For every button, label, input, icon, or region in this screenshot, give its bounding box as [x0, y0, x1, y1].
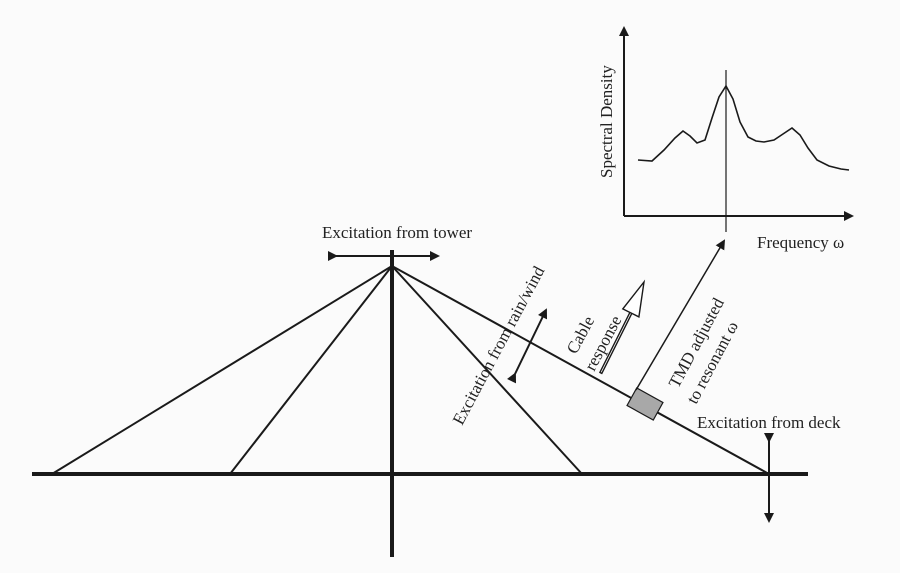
tmd-to-spectrum-arrow — [635, 239, 726, 391]
tuned-mass-damper — [626, 387, 664, 421]
deck-excitation-label: Excitation from deck — [697, 413, 841, 432]
stay-cable-left-inner — [229, 265, 393, 475]
stay-cable-right-inner — [391, 265, 583, 475]
spectral-density-curve — [637, 84, 850, 171]
tower-excitation-label: Excitation from tower — [322, 223, 472, 242]
spectral-density-inset: Spectral Density Frequency ω — [597, 26, 854, 252]
stay-cable-right-outer — [391, 265, 770, 475]
cable-response-arrow — [598, 279, 646, 375]
stay-cables — [51, 265, 770, 475]
rain-wind-excitation-arrow — [507, 308, 548, 384]
stay-cable-left-outer — [51, 265, 393, 475]
spectrum-x-axis-label: Frequency ω — [757, 233, 844, 252]
spectrum-y-axis-label: Spectral Density — [597, 65, 616, 178]
